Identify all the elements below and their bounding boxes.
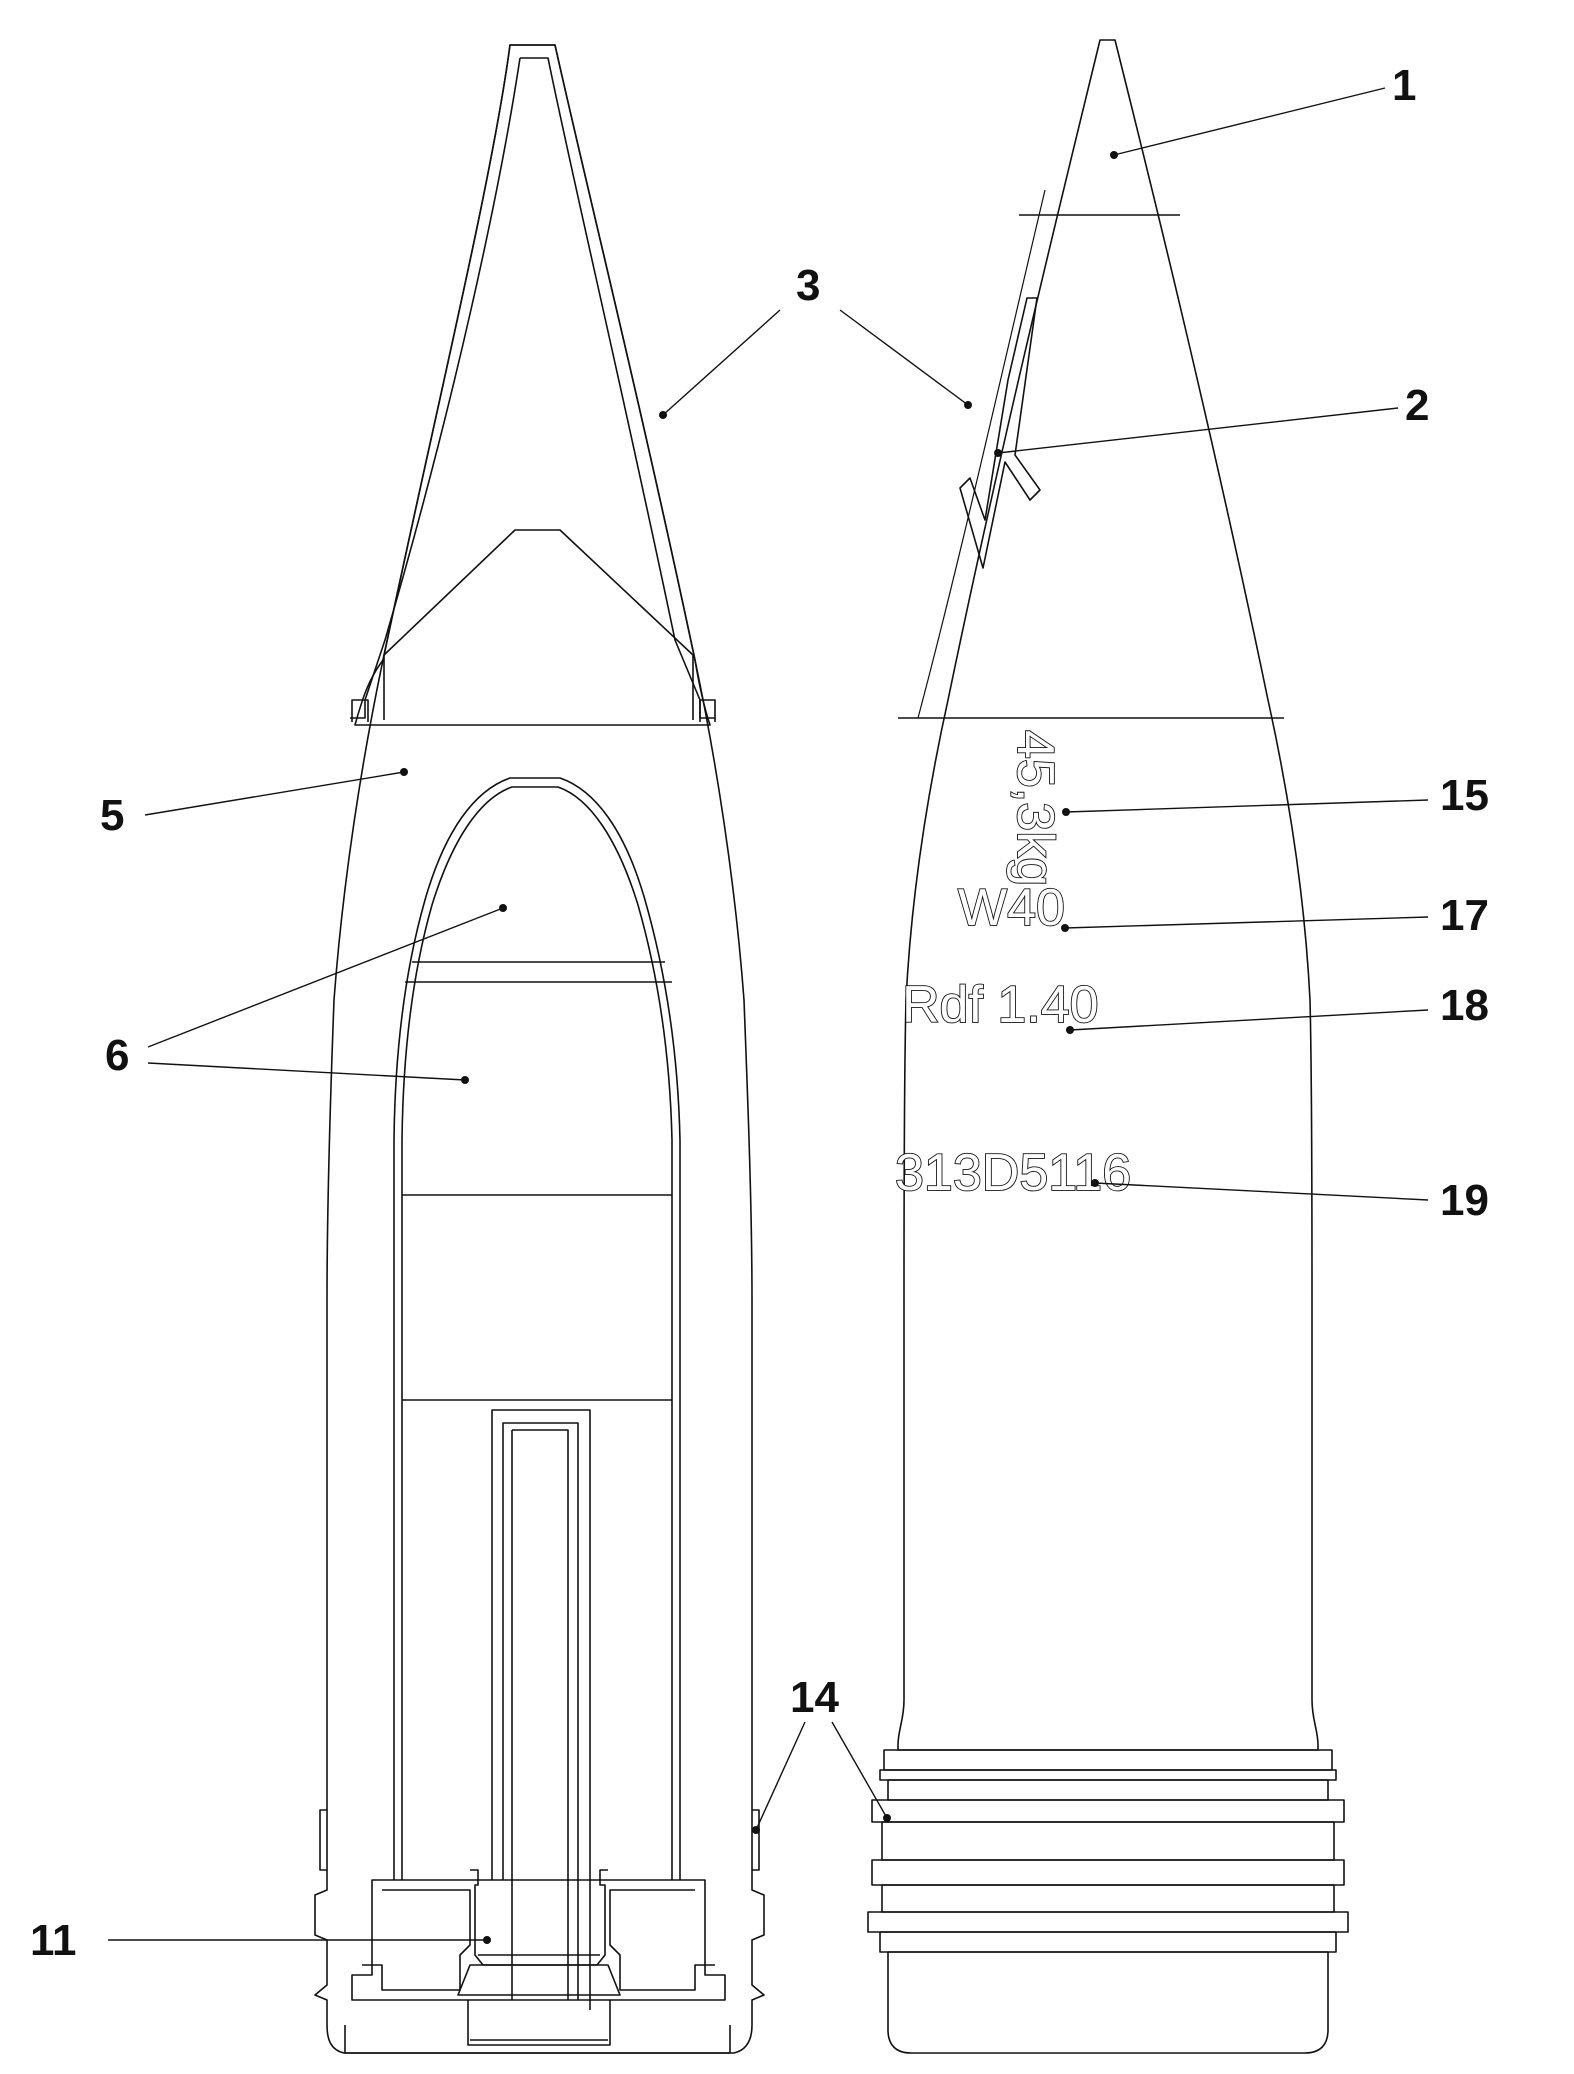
external-projectile: 45,3kg W40 Rdf 1.40 313D5116 (867, 39, 1349, 2054)
base-plug-inner (362, 1889, 471, 1991)
dot-19 (1091, 1179, 1099, 1187)
callouts-layer: 1 3 2 5 6 15 17 18 1 (30, 61, 1489, 1965)
leader-15 (1065, 799, 1429, 813)
dot-11 (483, 1936, 491, 1944)
callout-18: 18 (1440, 981, 1489, 1030)
leader-1 (1113, 87, 1386, 156)
tracer-core (511, 1429, 569, 2000)
base-cup (457, 1964, 621, 1996)
leader-19 (1094, 1182, 1429, 1201)
base-plug-inner-r (609, 1889, 715, 1991)
leader-14a (755, 1721, 806, 1831)
leader-3b (839, 309, 969, 406)
dot-14b (883, 1814, 891, 1822)
ballistic-cap-outer (354, 44, 711, 726)
left-body-outline (314, 44, 765, 2054)
direction-arrow (959, 297, 1041, 569)
dot-18 (1066, 1026, 1074, 1034)
leader-14b (831, 1721, 888, 1819)
callout-2: 2 (1405, 381, 1429, 430)
callout-1: 1 (1392, 61, 1416, 110)
marking-weight: 45,3kg (1006, 730, 1064, 886)
base-cup-inner (467, 2000, 611, 2046)
marking-w40: W40 (958, 879, 1065, 937)
charge-cavity-inner (401, 786, 673, 1880)
leader-18 (1069, 1009, 1429, 1031)
dot-2 (994, 449, 1002, 457)
dot-14a (752, 1826, 760, 1834)
dot-17 (1061, 924, 1069, 932)
leader-2 (997, 407, 1399, 454)
charge-cavity-outer (393, 777, 681, 1880)
marking-lot: 313D5116 (895, 1144, 1131, 1202)
leader-6a (147, 907, 504, 1048)
cap-end-left (351, 699, 369, 722)
penetrator-tip (383, 529, 694, 720)
base-skirt (344, 2025, 731, 2054)
callout-14: 14 (790, 1673, 839, 1722)
dot-6b (461, 1076, 469, 1084)
dot-5 (400, 768, 408, 776)
leader-5 (144, 771, 405, 816)
sectioned-projectile (314, 44, 765, 2054)
callout-17: 17 (1440, 891, 1489, 940)
callout-11: 11 (30, 1916, 77, 1965)
dot-3a (659, 411, 667, 419)
callout-15: 15 (1440, 771, 1489, 820)
callout-6: 6 (105, 1031, 129, 1080)
leader-6b (147, 1062, 466, 1081)
dot-3b (964, 401, 972, 409)
tracer-tube-outer (491, 1409, 591, 2010)
cap-seam (917, 189, 1046, 719)
callout-3: 3 (796, 261, 820, 310)
base-plug (351, 1879, 726, 2001)
cap-end-right (699, 699, 716, 722)
marking-rdf: Rdf 1.40 (902, 976, 1099, 1034)
rotating-bands (867, 1749, 1349, 2054)
ballistic-cap-inner (350, 57, 715, 719)
leader-3a (662, 309, 781, 416)
dot-6a (499, 904, 507, 912)
callout-19: 19 (1440, 1176, 1489, 1225)
leader-17 (1064, 916, 1429, 929)
dot-15 (1062, 808, 1070, 816)
left-side-steps (319, 1809, 760, 1871)
callout-5: 5 (100, 791, 124, 840)
dot-1 (1110, 151, 1118, 159)
tracer-tube-inner (502, 1422, 579, 2000)
